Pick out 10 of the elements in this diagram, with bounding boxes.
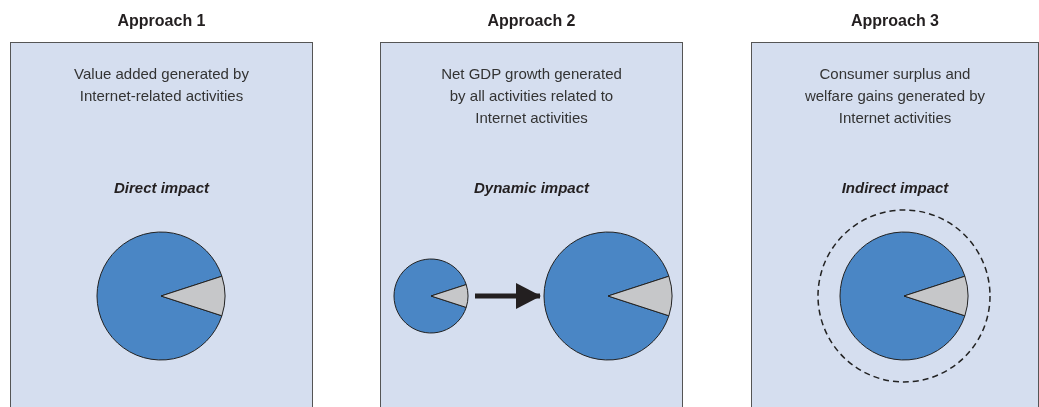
description-text: Net GDP growth generated by all activities related to Internet activities [440,64,623,128]
panel-heading: Approach 2 [487,11,576,31]
panel-heading: Approach 1 [117,11,206,31]
description-text: Value added generated by Internet-related activities [73,64,250,106]
description-text: Consumer surplus and welfare gains generated by Internet activities [803,64,987,128]
arrow [475,283,541,309]
impact-label: Dynamic impact [473,178,589,198]
panel-heading: Approach 3 [851,11,939,31]
impact-label: Indirect impact [841,178,949,198]
impact-label: Direct impact [113,178,209,198]
